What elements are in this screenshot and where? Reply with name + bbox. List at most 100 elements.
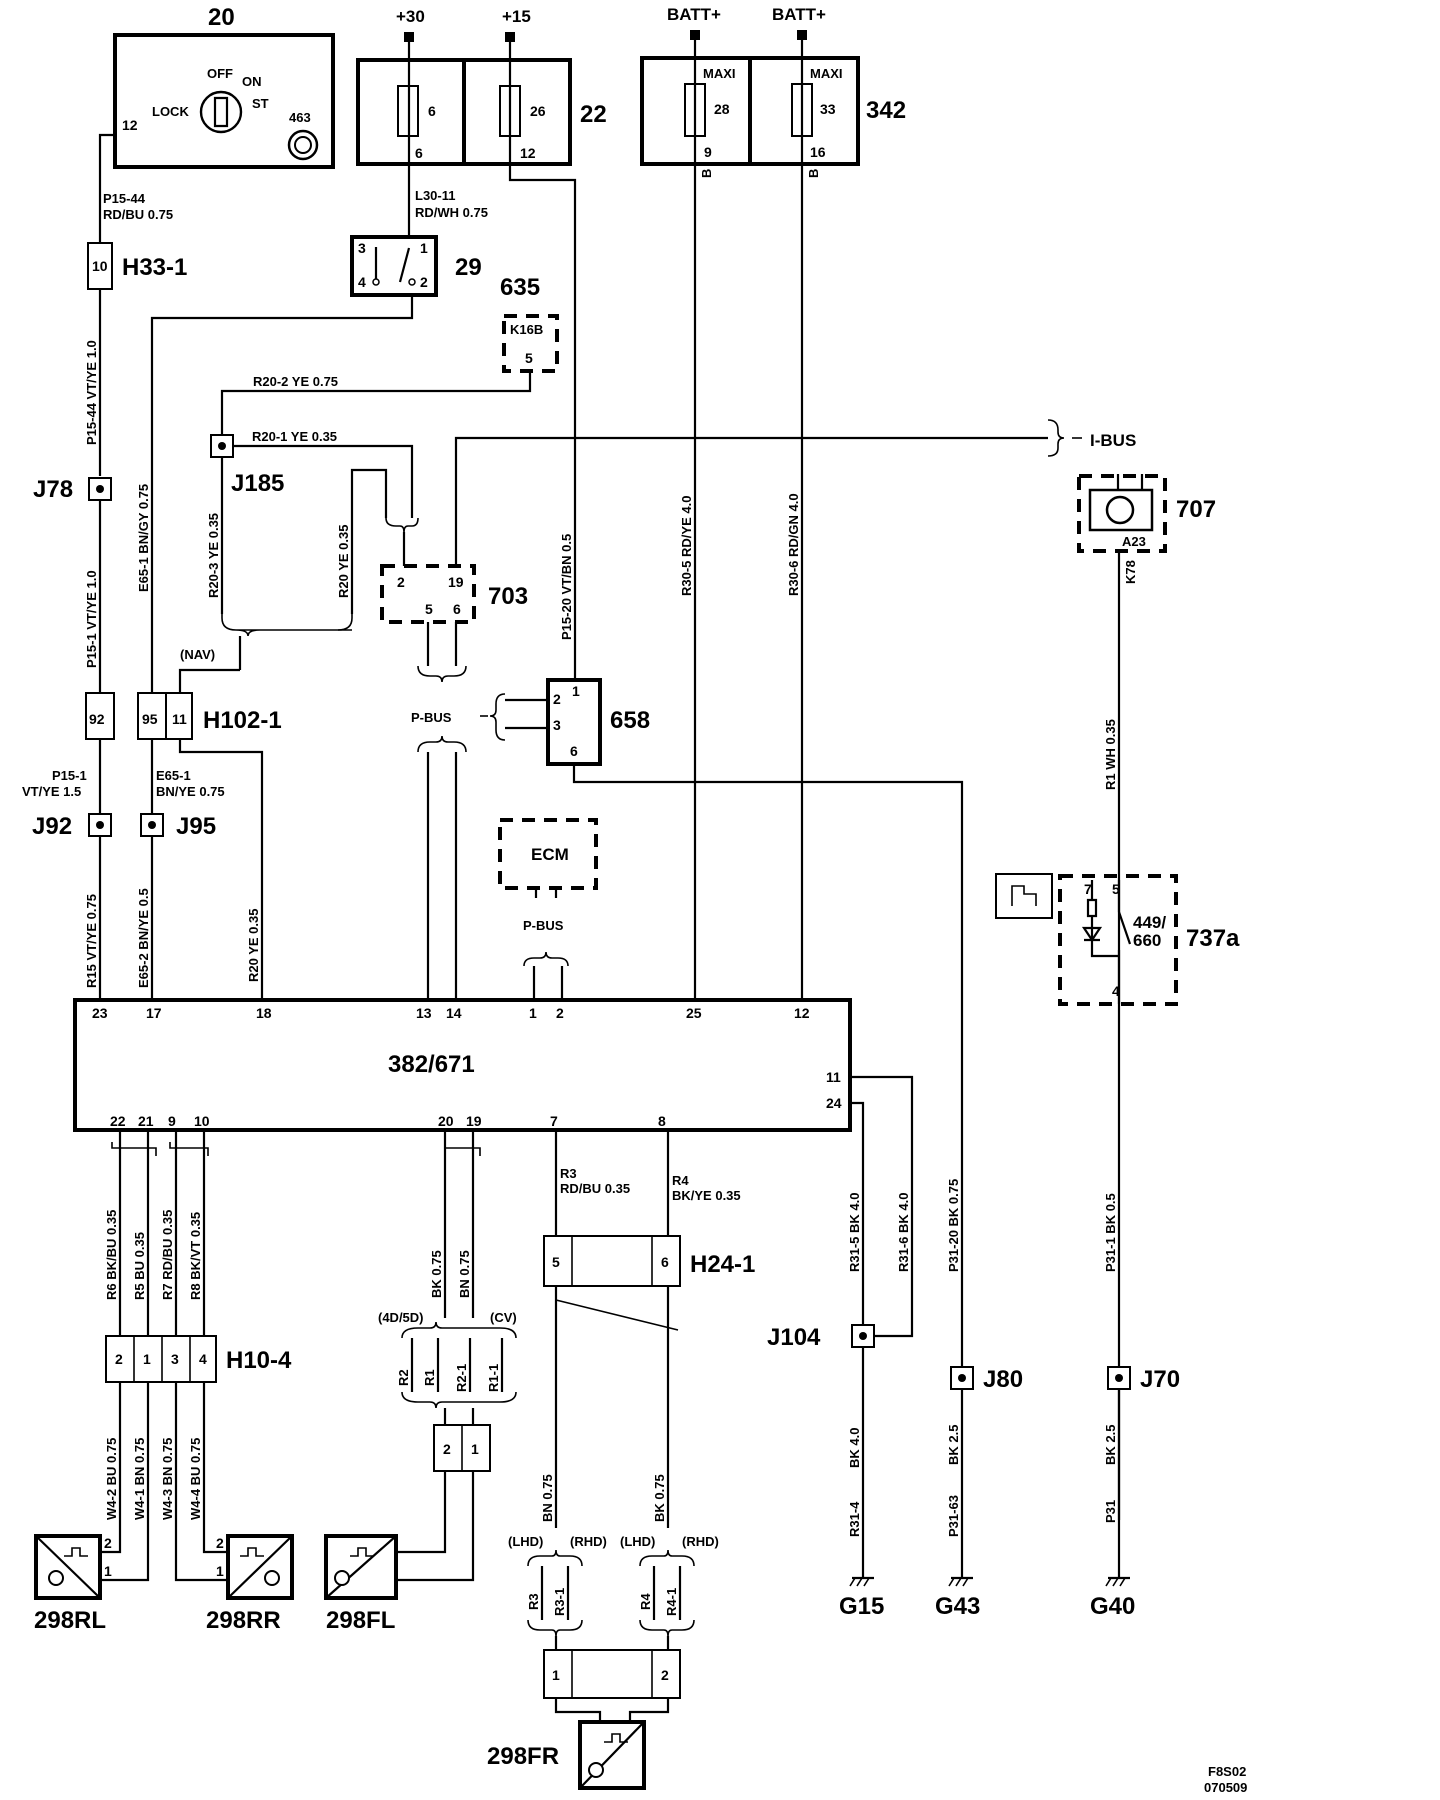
wire-label-p151v: P15-1 VT/YE 1.0 bbox=[84, 570, 99, 668]
wire-label-r1: R1 bbox=[422, 1369, 437, 1386]
pin-relay-1: 1 bbox=[420, 240, 428, 256]
ground-label-g40: G40 bbox=[1090, 1593, 1135, 1620]
pin-fr-1: 1 bbox=[552, 1667, 560, 1683]
ground-g40-icon bbox=[1105, 1576, 1130, 1587]
component-label-h33-1: H33-1 bbox=[122, 254, 187, 281]
wire-label-p3163v: P31-63 bbox=[946, 1495, 961, 1537]
sensor-298fl-icon bbox=[324, 1534, 398, 1600]
wire-label-rdwh075: RD/WH 0.75 bbox=[415, 205, 488, 220]
pin-h24-5: 5 bbox=[552, 1254, 560, 1270]
wire-label-bk075v: BK 0.75 bbox=[652, 1474, 667, 1522]
splice-j185-group: J185 R20-1 YE 0.35 R20-3 YE 0.35 R20 YE … bbox=[178, 429, 414, 693]
wire-label-r15v: R15 VT/YE 0.75 bbox=[84, 894, 99, 988]
pin-19: 19 bbox=[466, 1113, 482, 1129]
label-ibus: I-BUS bbox=[1090, 431, 1136, 450]
wire-b1: B bbox=[699, 169, 714, 178]
wire-label-r2: R2 bbox=[396, 1369, 411, 1386]
splice-label-j95: J95 bbox=[176, 813, 216, 840]
pin-737-7: 7 bbox=[1084, 881, 1092, 897]
wire-label-r4a: R4 bbox=[672, 1173, 689, 1188]
wire-label-bk25bv: BK 2.5 bbox=[1103, 1425, 1118, 1465]
label-4d5d: (4D/5D) bbox=[378, 1310, 424, 1325]
wire-label-r7v: R7 RD/BU 0.35 bbox=[160, 1210, 175, 1300]
splice-label-j80: J80 bbox=[983, 1366, 1023, 1393]
wire-label-r2-1: R2-1 bbox=[454, 1364, 469, 1392]
seat-belt-icon bbox=[995, 873, 1053, 919]
pin-21: 21 bbox=[138, 1113, 154, 1129]
pin-17: 17 bbox=[146, 1005, 162, 1021]
wire-label-p1544v: P15-44 VT/YE 1.0 bbox=[84, 340, 99, 445]
label-nav: (NAV) bbox=[180, 647, 215, 662]
relay-29: L30-11 RD/WH 0.75 3 1 4 2 29 E65-1 BN/GY… bbox=[136, 164, 488, 693]
wire-b2: B bbox=[806, 169, 821, 178]
figure-date-label: 070509 bbox=[1204, 1780, 1247, 1795]
fuse-6-pin: 6 bbox=[415, 145, 423, 161]
pin-k16b-5: 5 bbox=[525, 350, 533, 366]
pin-fr-2: 2 bbox=[661, 1667, 669, 1683]
wire-label-bn075v: BN 0.75 bbox=[540, 1474, 555, 1522]
pin-703-6: 6 bbox=[453, 601, 461, 617]
component-label-h10-4: H10-4 bbox=[226, 1347, 292, 1374]
wire-label-w42v: W4-2 BU 0.75 bbox=[104, 1438, 119, 1520]
left-power-chain: P15-44 RD/BU 0.75 10 H33-1 P15-44 VT/YE … bbox=[33, 133, 187, 693]
fuse-33: 33 bbox=[820, 101, 836, 117]
pin-rl-1: 1 bbox=[104, 1563, 112, 1579]
ground-wiring: R31-5 BK 4.0 R31-6 BK 4.0 P31-20 BK 0.75… bbox=[767, 1075, 1180, 1620]
pin-18: 18 bbox=[256, 1005, 272, 1021]
pin-658-3: 3 bbox=[553, 717, 561, 733]
front-right-sensor: R3 RD/BU 0.35 R4 BK/YE 0.35 5 6 H24-1 BN… bbox=[487, 1130, 755, 1790]
pin-h10-3: 3 bbox=[171, 1351, 179, 1367]
wire-label-r4-1: R4-1 bbox=[664, 1588, 679, 1616]
pin-h102-11: 11 bbox=[172, 711, 187, 727]
wire-label-r3b: RD/BU 0.35 bbox=[560, 1181, 630, 1196]
sensor-298fr-icon bbox=[578, 1720, 646, 1790]
pin-703-2: 2 bbox=[397, 574, 405, 590]
speaker-icon bbox=[1105, 495, 1135, 525]
component-label-h24-1: H24-1 bbox=[690, 1251, 755, 1278]
pin-a23: A23 bbox=[1122, 534, 1146, 549]
lock-label: LOCK bbox=[152, 104, 189, 119]
pin-fl-1: 1 bbox=[471, 1441, 479, 1457]
wire-label-bk40v: BK 4.0 bbox=[847, 1428, 862, 1468]
component-label-707: 707 bbox=[1176, 496, 1216, 523]
connector-h10-4 bbox=[105, 1335, 217, 1383]
pin-8: 8 bbox=[658, 1113, 666, 1129]
component-label-635: 635 bbox=[500, 274, 540, 301]
ignition-switch-20: 20 OFF ON LOCK ST 12 463 bbox=[113, 4, 335, 169]
wire-label-e652v: E65-2 BN/YE 0.5 bbox=[136, 888, 151, 988]
wire-label-r314v: R31-4 bbox=[847, 1501, 862, 1537]
wire-label-r3-1: R3-1 bbox=[552, 1588, 567, 1616]
pin-2: 2 bbox=[556, 1005, 564, 1021]
pin-658-6: 6 bbox=[570, 743, 578, 759]
fuse-12-pin: 12 bbox=[520, 145, 536, 161]
pin-h10-2: 2 bbox=[115, 1351, 123, 1367]
wire-label-r306v: R30-6 RD/GN 4.0 bbox=[786, 493, 801, 596]
wire-label-r316v: R31-6 BK 4.0 bbox=[896, 1193, 911, 1272]
pin-24: 24 bbox=[826, 1095, 842, 1111]
figure-code: F8S02 070509 bbox=[1204, 1764, 1247, 1795]
wire-label-p3120v: P31-20 BK 0.75 bbox=[946, 1179, 961, 1272]
pin-658-1: 1 bbox=[572, 683, 580, 699]
wire-label-r203v: R20-3 YE 0.35 bbox=[206, 513, 221, 598]
pin-relay-3: 3 bbox=[358, 240, 366, 256]
wire-label-r8v: R8 BK/VT 0.35 bbox=[188, 1212, 203, 1300]
wire-label-r315v: R31-5 BK 4.0 bbox=[847, 1193, 862, 1272]
pin-rr-2: 2 bbox=[216, 1535, 224, 1551]
wire-label-r305v: R30-5 RD/YE 4.0 bbox=[679, 496, 694, 596]
module-658: P15-20 VT/BN 0.5 1 2 3 6 658 bbox=[480, 164, 964, 1578]
wire-label-l3011: L30-11 bbox=[415, 188, 455, 203]
pin-12: 12 bbox=[122, 117, 138, 133]
connector-h102-1: 92 95 11 H102-1 P15-1 VT/YE 1.5 J92 E65-… bbox=[22, 692, 282, 1000]
component-707: A23 707 K78 R1 WH 0.35 bbox=[1077, 474, 1216, 1520]
pin-9: 9 bbox=[168, 1113, 176, 1129]
wire-label-r4c: R4 bbox=[638, 1593, 653, 1610]
wire-label-bk075: BK 0.75 bbox=[429, 1250, 444, 1298]
pin-h24-6: 6 bbox=[661, 1254, 669, 1270]
wire-label-k78: K78 bbox=[1123, 560, 1138, 584]
pin-737-4: 4 bbox=[1112, 983, 1120, 999]
label-lhd-1: (LHD) bbox=[508, 1534, 543, 1549]
component-label-20: 20 bbox=[208, 4, 235, 31]
wire-label-p311v: P31-1 BK 0.5 bbox=[1103, 1193, 1118, 1272]
sensor-label-298fl: 298FL bbox=[326, 1607, 395, 1634]
